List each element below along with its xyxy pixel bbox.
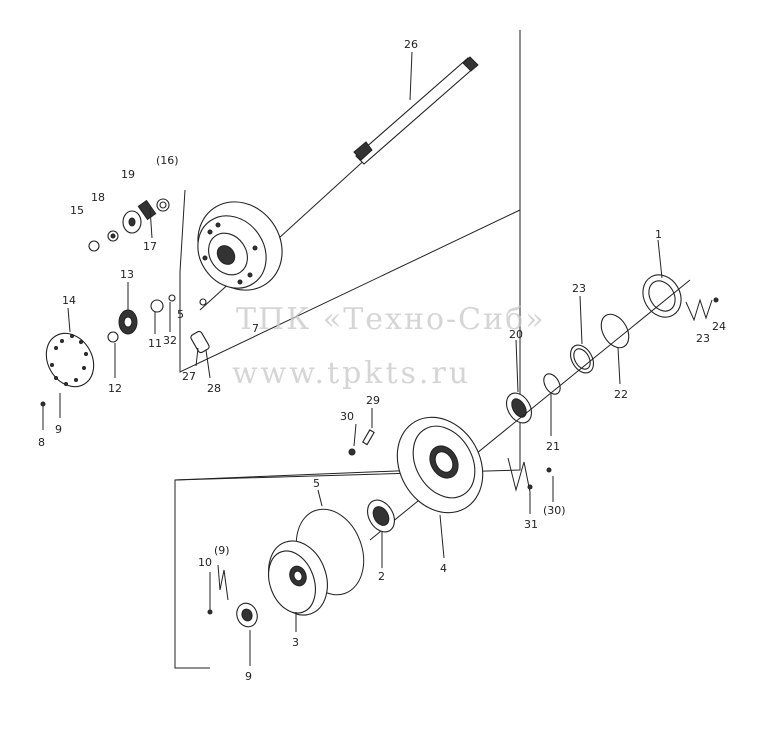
label-21: 21 — [546, 440, 560, 453]
label-30: 30 — [340, 410, 354, 423]
part-18-washer — [107, 230, 119, 242]
part-8-bolt — [40, 393, 61, 430]
part-3-carrier — [268, 540, 328, 616]
label-4: 4 — [440, 562, 447, 575]
part-21-ring — [543, 373, 561, 395]
label-13: 13 — [120, 268, 134, 281]
label-3: 3 — [292, 636, 299, 649]
label-30p: (30) — [543, 504, 566, 517]
label-9a: 9 — [55, 423, 62, 436]
label-29: 29 — [366, 394, 380, 407]
part-9-washer — [236, 602, 258, 628]
part-11-bushing — [150, 299, 164, 313]
label-15: 15 — [70, 204, 84, 217]
part-32-pin — [168, 294, 176, 302]
label-31: 31 — [524, 518, 538, 531]
label-22: 22 — [614, 388, 628, 401]
label-26: 26 — [404, 38, 418, 51]
leader-lines — [67, 207, 663, 666]
label-5b: 5 — [177, 308, 184, 321]
part-2-bearing — [367, 499, 395, 533]
part-15-nut — [88, 240, 100, 252]
label-23b: 23 — [696, 332, 710, 345]
label-32: 32 — [163, 334, 177, 347]
part-30-nut — [348, 448, 356, 456]
label-2: 2 — [378, 570, 385, 583]
part-16-bearing — [156, 198, 170, 212]
part-29-bolt — [362, 429, 375, 446]
label-19: 19 — [121, 168, 135, 181]
assembly-frame-lines — [174, 30, 521, 669]
part-13-gear — [118, 309, 138, 335]
label-5: 5 — [313, 477, 320, 490]
part-19-gear — [122, 199, 157, 234]
part-31-bolt — [507, 457, 552, 493]
part-4-hub — [396, 416, 484, 514]
label-17: 17 — [143, 240, 157, 253]
label-9p: (9) — [214, 544, 230, 557]
label-8: 8 — [38, 436, 45, 449]
label-27: 27 — [182, 370, 196, 383]
label-9b: 9 — [245, 670, 252, 683]
label-12: 12 — [108, 382, 122, 395]
label-7: 7 — [252, 322, 259, 335]
label-11: 11 — [148, 337, 162, 350]
label-28: 28 — [207, 382, 221, 395]
part-22-oring — [600, 313, 630, 349]
part-1-seal-ring — [642, 274, 682, 318]
label-1: 1 — [655, 228, 662, 241]
label-24: 24 — [712, 320, 726, 333]
label-18: 18 — [91, 191, 105, 204]
part-20-seal — [506, 392, 532, 424]
part-14-cover — [45, 332, 95, 388]
part-27-pin — [190, 330, 210, 354]
part-labels: 1 2 3 4 5 5 7 8 9 9 (9) 10 11 12 13 14 1… — [38, 38, 726, 683]
part-26-shaft — [199, 51, 479, 311]
label-16p: (16) — [156, 154, 179, 167]
label-10: 10 — [198, 556, 212, 569]
part-23-ring — [569, 344, 595, 374]
label-20: 20 — [509, 328, 523, 341]
part-housing-upper — [197, 201, 283, 291]
part-24-bolt — [685, 297, 719, 322]
part-10-bolt — [207, 564, 229, 615]
part-5-pin — [199, 298, 207, 306]
part-12-washer — [107, 331, 119, 343]
label-23a: 23 — [572, 282, 586, 295]
label-14: 14 — [62, 294, 76, 307]
